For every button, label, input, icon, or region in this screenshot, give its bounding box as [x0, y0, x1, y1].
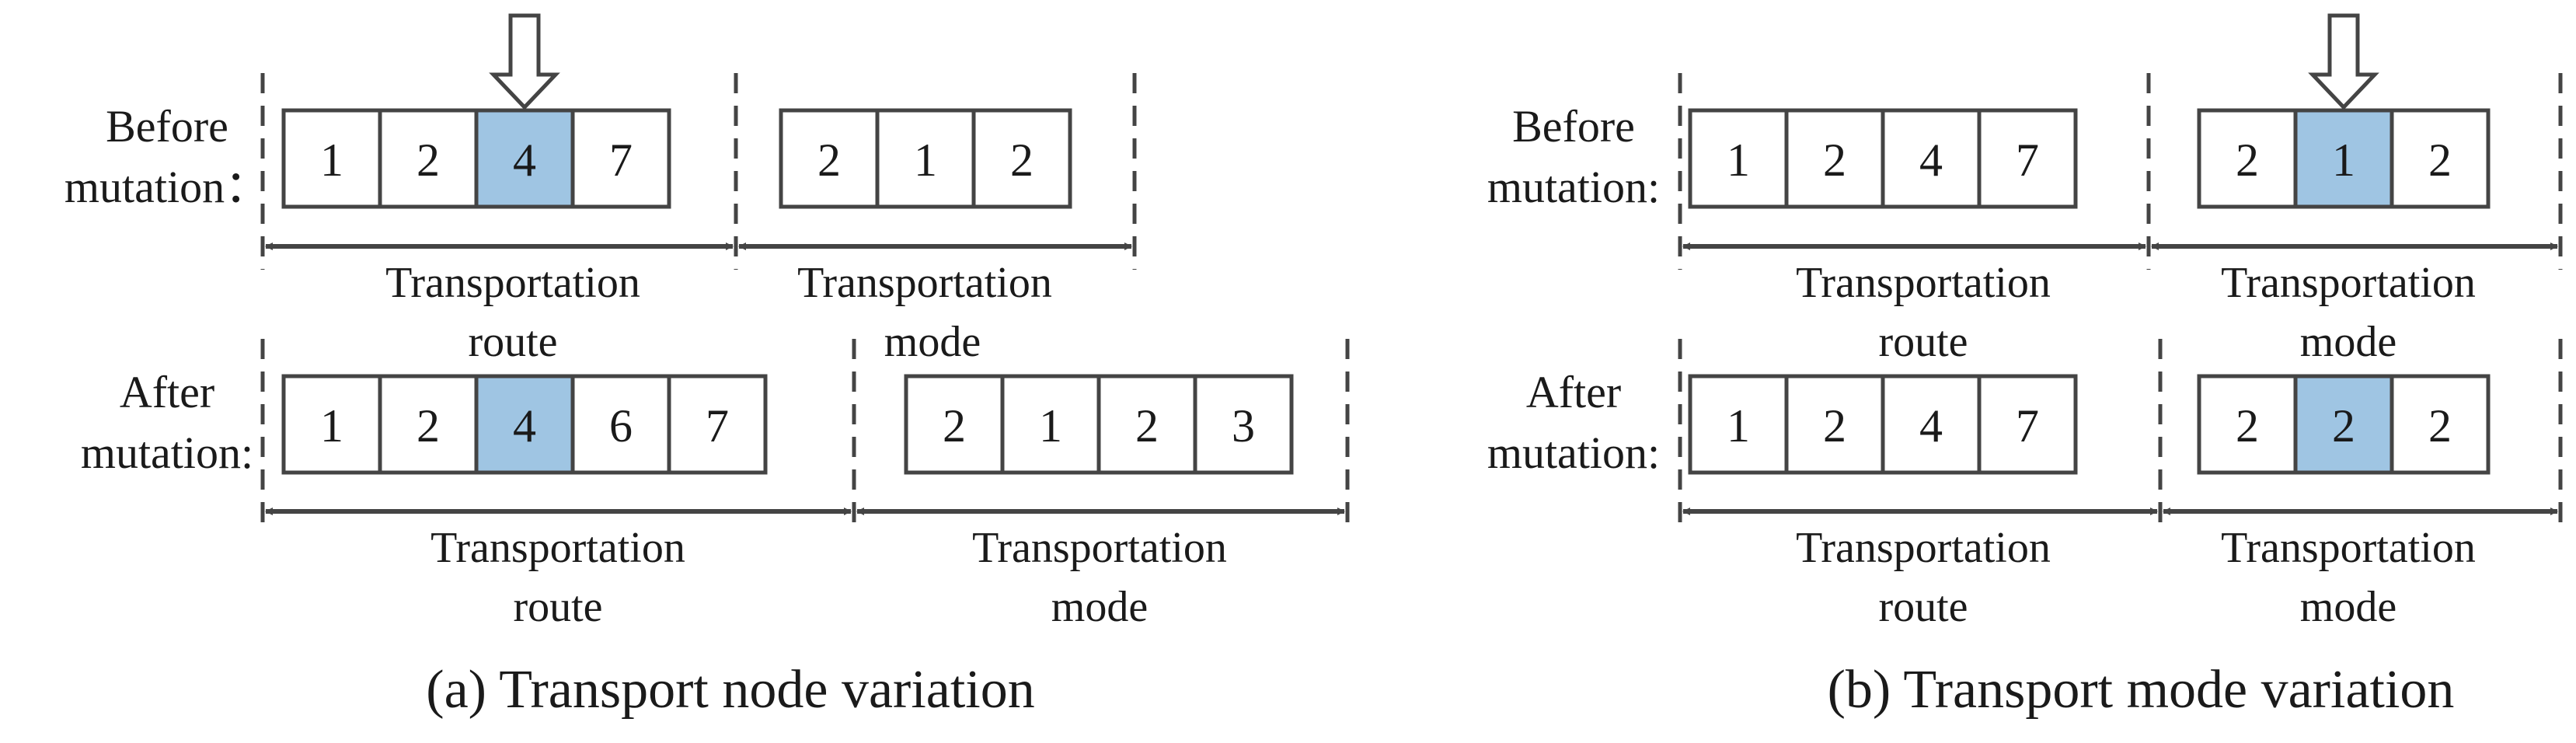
route-span-label-line2: route: [513, 583, 602, 631]
route-gene-value: 4: [513, 400, 536, 452]
mutation-pointer-arrow: [2308, 13, 2379, 110]
panel-caption: (a) Transport node variation: [426, 660, 1034, 720]
mode-gene-value: 2: [2236, 400, 2259, 452]
route-gene-value: 2: [417, 134, 440, 186]
mode-gene-value: 1: [1039, 400, 1062, 452]
mutation-pointer-arrow: [489, 13, 560, 110]
route-gene-value: 2: [417, 400, 440, 452]
route-gene-value: 1: [320, 134, 343, 186]
route-gene-value: 7: [609, 134, 633, 186]
before-label-line1: Before: [106, 101, 228, 152]
mode-gene-value: 2: [2236, 134, 2259, 186]
mode-gene-cell-highlighted: [2293, 374, 2394, 475]
mode-gene-value: 2: [2428, 134, 2452, 186]
route-gene-cell: [1688, 108, 1789, 209]
route-gene-cell: [281, 374, 382, 475]
mode-span-label-line2: mode: [2300, 583, 2396, 631]
mode-gene-cell: [2197, 108, 2298, 209]
route-gene-value: 6: [609, 400, 633, 452]
route-span-label-line1: Transportation: [385, 259, 640, 307]
route-gene-cell: [1784, 108, 1885, 209]
route-gene-cell: [378, 108, 479, 209]
route-gene-cell: [1977, 108, 2078, 209]
route-span-label-line1: Transportation: [1796, 259, 2051, 307]
route-gene-cell: [667, 374, 768, 475]
route-span-label-line2: route: [1878, 318, 1968, 366]
route-gene-value: 2: [1823, 134, 1846, 186]
after-label-line1: After: [120, 367, 214, 417]
route-gene-cell: [570, 374, 671, 475]
route-gene-cell-highlighted: [474, 108, 575, 209]
route-gene-value: 7: [2016, 400, 2039, 452]
route-gene-value: 1: [1727, 134, 1750, 186]
before-label-line2: mutation：: [64, 162, 270, 212]
after-label-line2: mutation:: [81, 427, 253, 478]
route-span-label-line2: route: [1878, 583, 1968, 631]
mode-gene-cell: [971, 108, 1072, 209]
before-label-line1: Before: [1512, 101, 1635, 152]
mode-gene-value: 1: [914, 134, 937, 186]
route-gene-cell: [1881, 374, 1982, 475]
mode-gene-value: 2: [817, 134, 841, 186]
mode-gene-value: 3: [1232, 400, 1255, 452]
panel-caption: (b) Transport mode variation: [1828, 660, 2455, 720]
route-gene-value: 4: [1919, 400, 1943, 452]
mode-gene-value: 1: [2332, 134, 2355, 186]
mode-gene-cell: [904, 374, 1005, 475]
mode-gene-value: 2: [2428, 400, 2452, 452]
mode-span-label-line1: Transportation: [2221, 259, 2476, 307]
route-gene-cell: [1977, 374, 2078, 475]
route-gene-value: 2: [1823, 400, 1846, 452]
mode-gene-value: 2: [1010, 134, 1034, 186]
mode-gene-cell: [1000, 374, 1101, 475]
mode-span-label-line2: mode: [2300, 318, 2396, 366]
route-gene-cell: [1784, 374, 1885, 475]
after-label-line1: After: [1526, 367, 1621, 417]
route-gene-value: 7: [2016, 134, 2039, 186]
mode-gene-cell: [2390, 374, 2491, 475]
mode-span-label-line1: Transportation: [972, 524, 1227, 572]
route-gene-value: 4: [513, 134, 536, 186]
mode-span-label-line2: mode: [884, 318, 981, 366]
route-span-label-line2: route: [468, 318, 557, 366]
route-gene-value: 7: [706, 400, 729, 452]
mode-gene-value: 2: [943, 400, 966, 452]
route-gene-value: 1: [1727, 400, 1750, 452]
route-gene-cell: [1881, 108, 1982, 209]
before-label-line2: mutation:: [1487, 162, 1660, 212]
after-label-line2: mutation:: [1487, 427, 1660, 478]
mode-gene-cell-highlighted: [2293, 108, 2394, 209]
mode-span-label-line1: Transportation: [797, 259, 1052, 307]
mode-span-label-line1: Transportation: [2221, 524, 2476, 572]
route-gene-cell: [570, 108, 671, 209]
route-gene-value: 1: [320, 400, 343, 452]
mode-gene-cell: [1193, 374, 1294, 475]
mode-gene-value: 2: [1135, 400, 1159, 452]
route-gene-cell-highlighted: [474, 374, 575, 475]
route-gene-value: 4: [1919, 134, 1943, 186]
mode-gene-value: 2: [2332, 400, 2355, 452]
mode-span-label-line2: mode: [1051, 583, 1148, 631]
mode-gene-cell: [2390, 108, 2491, 209]
route-gene-cell: [281, 108, 382, 209]
route-span-label-line1: Transportation: [430, 524, 685, 572]
route-span-label-line1: Transportation: [1796, 524, 2051, 572]
